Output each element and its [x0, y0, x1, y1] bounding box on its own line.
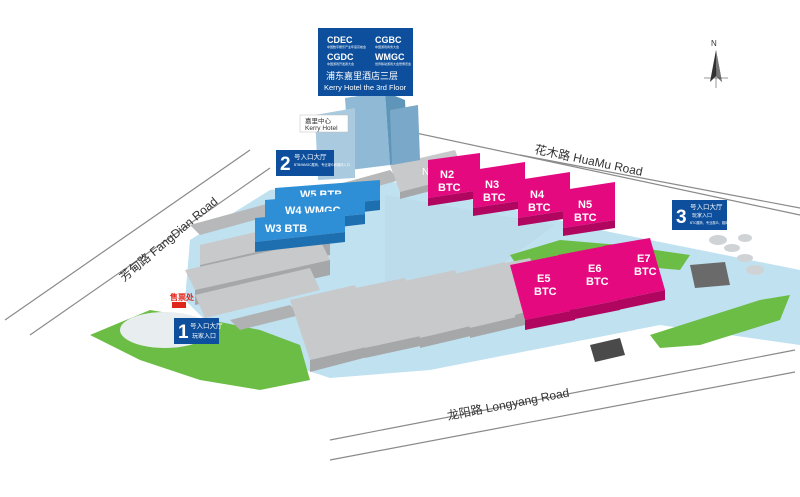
- entrance-3-number: 3: [676, 207, 687, 228]
- logo-cgbc-sub: 中国游戏商务大会: [375, 44, 399, 49]
- logo-wmgc: WMGC: [375, 52, 405, 62]
- hall-n4[interactable]: N4 BTC: [518, 172, 570, 226]
- hall-n5-type: BTC: [574, 212, 597, 224]
- hall-w3[interactable]: W3 BTB: [255, 210, 345, 252]
- hotel-sign: CDEC CGBC CGDC WMGC 中国数字娱乐产业年度高峰会 中国游戏商务…: [318, 28, 413, 96]
- hall-n5[interactable]: N5 BTC: [563, 182, 615, 236]
- service-building: [590, 338, 625, 362]
- logo-cgdc: CGDC: [327, 52, 354, 62]
- hall-n2[interactable]: N2 BTC: [428, 153, 480, 206]
- road-lines: [4, 119, 800, 461]
- entrance-3-marker[interactable]: 3 号入口大厅 玩家入口 BTC展商、专业观众、媒体和玩家入口: [672, 200, 744, 230]
- entrance-2-marker[interactable]: 2 号入口大厅 BTB/WMGC展商、专业观众和媒体入口: [276, 150, 350, 176]
- hall-e7[interactable]: E7 BTC: [603, 238, 665, 310]
- entrance-3-title: 号入口大厅: [690, 202, 723, 211]
- hotel-building-en: Kerry Hotel: [305, 125, 338, 132]
- ticket-office[interactable]: 售票处: [169, 292, 195, 308]
- hotel-title-cn: 浦东嘉里酒店三层: [326, 70, 398, 81]
- logo-cdec: CDEC: [327, 35, 353, 45]
- entrance-1-sub: 玩家入口: [192, 332, 216, 340]
- hall-n4-type: BTC: [528, 202, 551, 214]
- compass-icon: N: [704, 39, 728, 88]
- hall-e7-name: E7: [637, 253, 650, 265]
- entrance-2-title: 号入口大厅: [294, 152, 327, 161]
- hall-e5-name: E5: [537, 273, 550, 285]
- hall-n4-name: N4: [530, 189, 545, 201]
- hall-n3-name: N3: [485, 179, 499, 191]
- hall-w3-label: W3 BTB: [265, 223, 307, 235]
- entrance-3-note: BTC展商、专业观众、媒体和玩家入口: [690, 220, 744, 225]
- green-area-right: [650, 295, 790, 348]
- south-halls: [290, 258, 550, 372]
- hall-n2-name: N2: [440, 169, 454, 181]
- hall-e6[interactable]: E6 BTC: [558, 246, 620, 320]
- hall-n5-name: N5: [578, 199, 592, 211]
- fountains: [709, 234, 764, 275]
- hall-n2-type: BTC: [438, 182, 461, 194]
- hotel-title-en: Kerry Hotel the 3rd Floor: [324, 83, 407, 92]
- entrance-1-number: 1: [178, 322, 189, 343]
- e-halls: E5 BTC E6 BTC E7 BTC: [510, 238, 665, 330]
- entrance-1-marker[interactable]: 1 号入口大厅 玩家入口: [174, 318, 223, 344]
- entrance-2-sub: BTB/WMGC展商、专业观众和媒体入口: [294, 162, 350, 167]
- central-plaza: [385, 195, 555, 290]
- entrance-3-sub: 玩家入口: [692, 212, 712, 219]
- service-building-east: [690, 262, 730, 288]
- logo-cgbc: CGBC: [375, 35, 402, 45]
- entrance-1-title: 号入口大厅: [190, 321, 223, 330]
- logo-cgdc-sub: 中国游戏开发者大会: [327, 61, 354, 66]
- south-corridor: [230, 305, 300, 330]
- hall-n3-type: BTC: [483, 192, 506, 204]
- hall-e5-type: BTC: [534, 286, 557, 298]
- compass-label: N: [711, 39, 717, 48]
- road-label-huamu: 花木路 HuaMu Road: [533, 141, 644, 179]
- hall-e7-type: BTC: [634, 266, 657, 278]
- ticket-office-label: 售票处: [169, 292, 195, 302]
- entrance-2-number: 2: [280, 154, 291, 175]
- hall-e6-name: E6: [588, 263, 601, 275]
- hall-e5[interactable]: E5 BTC: [510, 255, 575, 330]
- logo-wmgc-sub: 世界移动游戏大会暨博览会: [375, 61, 411, 66]
- n-halls: N2 BTC N3 BTC N4 BTC N5 BTC: [428, 153, 615, 236]
- road-label-longyang: 龙阳路 Longyang Road: [446, 385, 571, 423]
- logo-cdec-sub: 中国数字娱乐产业年度高峰会: [327, 44, 366, 49]
- hall-e6-type: BTC: [586, 276, 609, 288]
- hotel-building-cn: 嘉里中心: [305, 116, 332, 125]
- hall-n3[interactable]: N3 BTC: [473, 162, 525, 216]
